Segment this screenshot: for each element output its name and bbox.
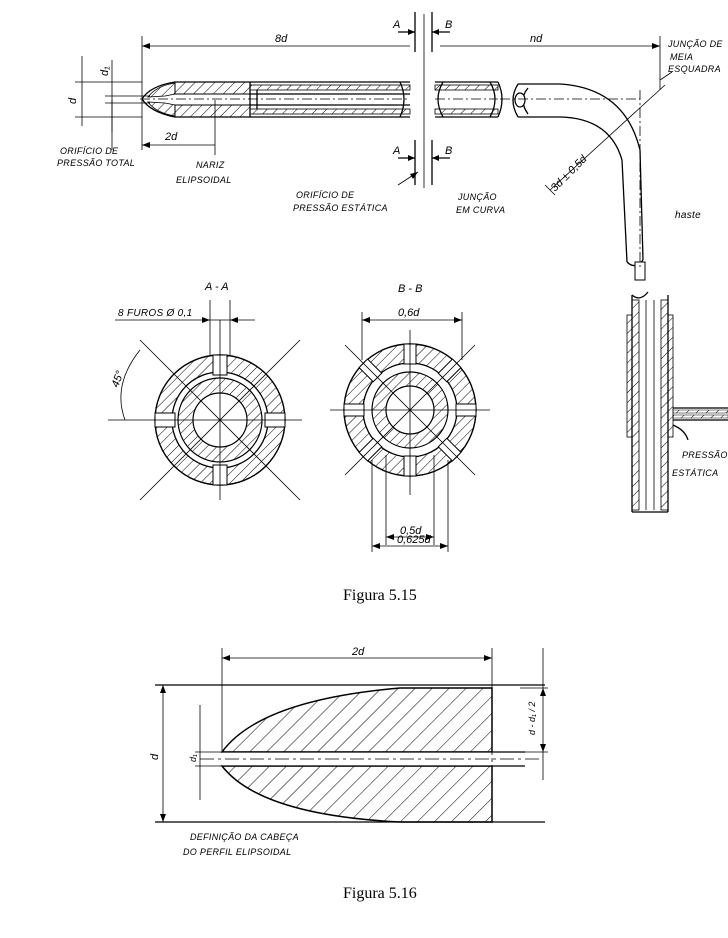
figure-caption-5-15: Figura 5.15	[343, 587, 417, 604]
label-orificio-total-2: PRESSÃO TOTAL	[57, 158, 135, 168]
section-aa	[108, 300, 302, 501]
dim-0-5d: 0,5d	[400, 525, 422, 537]
dim-d1-nose: d₁	[188, 754, 198, 762]
dim-2d-nose: 2d	[351, 646, 365, 658]
label-definicao-1: DEFINIÇÃO DA CABEÇA	[190, 832, 299, 842]
dim-2d: 2d	[164, 131, 178, 143]
dim-half-difference: d - d₁ / 2	[527, 702, 537, 735]
label-definicao-2: DO PERFIL ELIPSOIDAL	[183, 847, 291, 857]
ellipsoidal-nose-profile	[155, 648, 548, 823]
label-orificio-estatica-1: ORIFÍCIO DE	[296, 190, 355, 200]
label-furos: 8 FUROS Ø 0,1	[118, 308, 192, 319]
label-nariz-1: NARIZ	[196, 160, 225, 170]
label-orificio-total-1: ORIFÍCIO DE	[60, 146, 119, 156]
label-nariz-2: ELIPSOIDAL	[176, 175, 232, 185]
dim-d: d	[67, 97, 79, 104]
section-bb	[330, 312, 490, 552]
figure-caption-5-16: Figura 5.16	[343, 885, 417, 902]
label-angle: 45°	[110, 369, 127, 389]
dim-8d: 8d	[275, 33, 288, 45]
label-juncao-meia-3: ESQUADRA	[668, 64, 721, 74]
label-juncao-curva-1: JUNÇÃO	[457, 192, 497, 202]
probe-side-view	[75, 12, 728, 513]
section-aa-title: A - A	[204, 281, 229, 293]
dim-0-6d: 0,6d	[398, 307, 420, 319]
dim-d1: d₁	[99, 66, 111, 76]
dim-d-nose: d	[149, 753, 161, 760]
section-a-top: A	[392, 19, 400, 31]
section-b-bottom: B	[445, 145, 452, 157]
section-b-top: B	[445, 19, 452, 31]
label-orificio-estatica-2: PRESSÃO ESTÁTICA	[293, 203, 388, 213]
section-a-bottom: A	[392, 145, 400, 157]
label-pressao-estatica-1: PRESSÃO	[682, 450, 728, 460]
label-raio: 3d ± 0,5d	[549, 153, 590, 194]
label-pressao-estatica-2: ESTÁTICA	[672, 468, 718, 478]
dim-0-625d: 0,625d	[397, 534, 432, 546]
dim-nd: nd	[530, 33, 543, 45]
fig516-labels: 2d d d₁ d - d₁ / 2 DEFINIÇÃO DA CABEÇA D…	[149, 646, 537, 902]
label-juncao-curva-2: EM CURVA	[456, 205, 505, 215]
label-haste: haste	[675, 210, 701, 221]
label-juncao-meia-2: MEIA	[670, 52, 693, 62]
section-bb-title: B - B	[398, 283, 422, 295]
label-juncao-meia-1: JUNÇÃO DE	[667, 39, 723, 49]
